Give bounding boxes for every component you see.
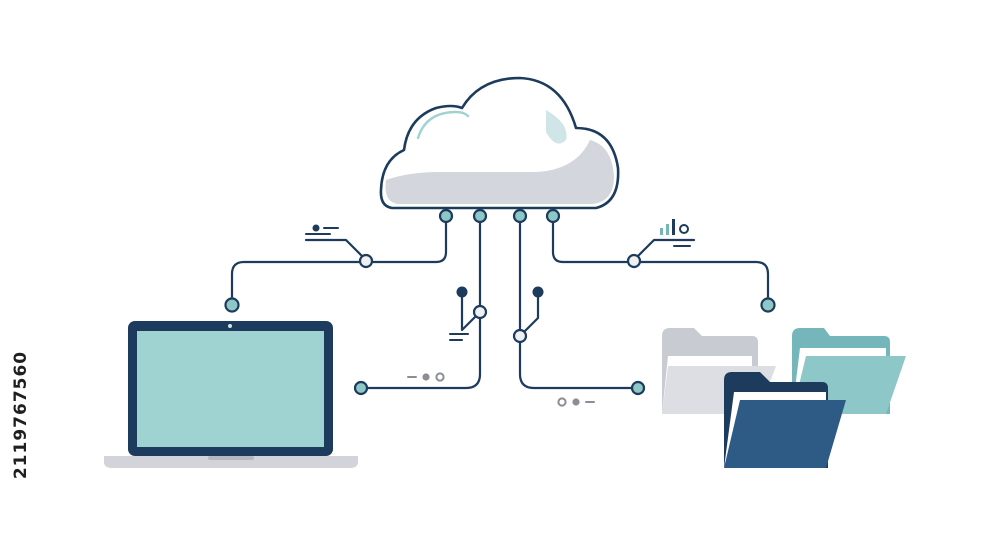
stock-id-text: 2119767560 bbox=[11, 350, 32, 480]
hub-nodes bbox=[438, 208, 561, 224]
cloud-icon bbox=[379, 76, 620, 210]
stub-left-diagonal bbox=[304, 238, 368, 262]
stub-right-pin bbox=[518, 290, 540, 338]
hub-node-3 bbox=[512, 208, 528, 224]
stub-left-pin bbox=[460, 290, 482, 332]
laptop-base bbox=[104, 456, 358, 468]
stock-id-label: 2119767560 bbox=[6, 300, 36, 530]
junction-right-inner bbox=[512, 328, 528, 344]
stub-right-diagonal bbox=[632, 238, 696, 262]
pin-head-left bbox=[456, 286, 468, 298]
decorative-marks bbox=[305, 219, 691, 407]
end-node-laptop bbox=[224, 297, 240, 313]
end-node-left bbox=[353, 380, 369, 396]
laptop-icon bbox=[104, 321, 358, 468]
hub-node-1 bbox=[438, 208, 454, 224]
connector-left-inner bbox=[360, 214, 482, 390]
end-node-right bbox=[630, 380, 646, 396]
junction-left-inner bbox=[472, 304, 488, 320]
pin-head-right bbox=[532, 286, 544, 298]
end-node-folders bbox=[760, 297, 776, 313]
hub-node-4 bbox=[545, 208, 561, 224]
junction-right bbox=[626, 253, 642, 269]
junction-nodes bbox=[224, 253, 776, 396]
folder-navy-icon bbox=[724, 372, 846, 468]
connector-laptop bbox=[230, 214, 448, 306]
mark-dot bbox=[312, 224, 320, 232]
connector-right-inner bbox=[518, 214, 640, 390]
hub-node-2 bbox=[472, 208, 488, 224]
junction-left bbox=[358, 253, 374, 269]
signal-bars-icon bbox=[660, 219, 675, 235]
laptop-screen bbox=[137, 331, 324, 447]
laptop-camera bbox=[228, 324, 232, 328]
connection-lines bbox=[230, 214, 770, 390]
connector-folders bbox=[551, 214, 770, 306]
